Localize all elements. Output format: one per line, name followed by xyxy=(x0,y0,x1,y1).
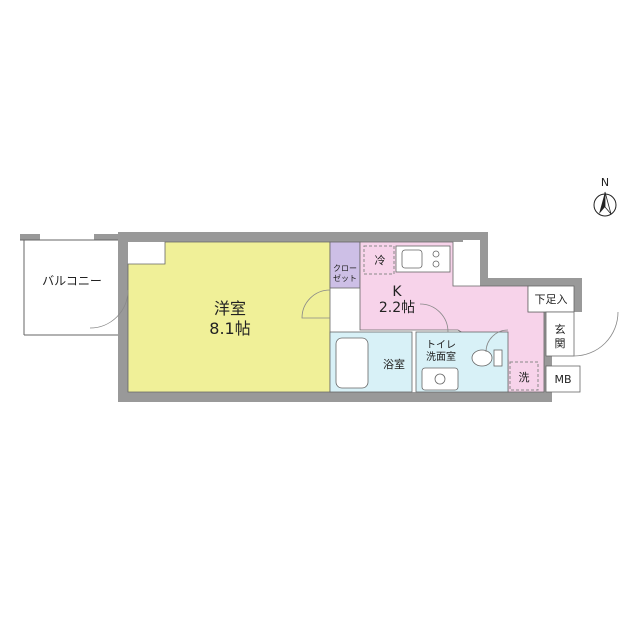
shoe-storage-label: 下足入 xyxy=(535,293,568,306)
closet-label-line1: クロー xyxy=(333,264,357,273)
toilet-icon xyxy=(471,349,493,367)
balcony: バルコニー xyxy=(20,234,120,336)
entrance-label-line2: 関 xyxy=(555,337,566,350)
entrance: 玄 関 xyxy=(545,311,619,357)
meter-box: MB xyxy=(545,365,581,393)
compass: N xyxy=(593,176,617,217)
burner-icon xyxy=(432,260,440,268)
washbasin-icon xyxy=(421,367,459,391)
toilet-label-line1: トイレ xyxy=(426,340,456,351)
washer-space xyxy=(509,361,539,391)
kitchen-size: 2.2帖 xyxy=(379,300,415,316)
bathroom-label: 浴室 xyxy=(383,357,405,371)
shoe-storage: 下足入 xyxy=(527,285,575,313)
bathroom: 浴室 xyxy=(329,331,413,393)
closet: クロー ゼット xyxy=(329,241,361,289)
western-room-size: 8.1帖 xyxy=(209,319,250,338)
toilet-washroom: トイレ 洗面室 xyxy=(415,331,509,393)
toilet-label-line2: 洗面室 xyxy=(426,350,456,363)
western-room-name: 洋室 xyxy=(214,299,246,318)
balcony-label: バルコニー xyxy=(42,274,102,288)
fridge-label: 冷 xyxy=(375,254,386,267)
north-arrow-icon xyxy=(599,192,605,214)
north-label: N xyxy=(601,176,609,189)
washer-label: 洗 xyxy=(519,371,530,384)
bathtub-icon xyxy=(335,337,369,389)
closet-label-line2: ゼット xyxy=(333,273,357,283)
entrance-label-line1: 玄 xyxy=(555,322,566,336)
meter-box-label: MB xyxy=(554,373,571,386)
kitchen-name: K xyxy=(392,284,402,300)
fridge-space xyxy=(363,245,395,275)
sink-icon xyxy=(401,249,423,269)
kitchen: 冷 K 2.2帖 洗 xyxy=(359,241,545,393)
door-swings xyxy=(89,289,509,353)
western-room: 洋室 8.1帖 xyxy=(127,241,331,393)
burner-icon xyxy=(432,250,440,258)
entrance-door-swing xyxy=(573,311,619,357)
